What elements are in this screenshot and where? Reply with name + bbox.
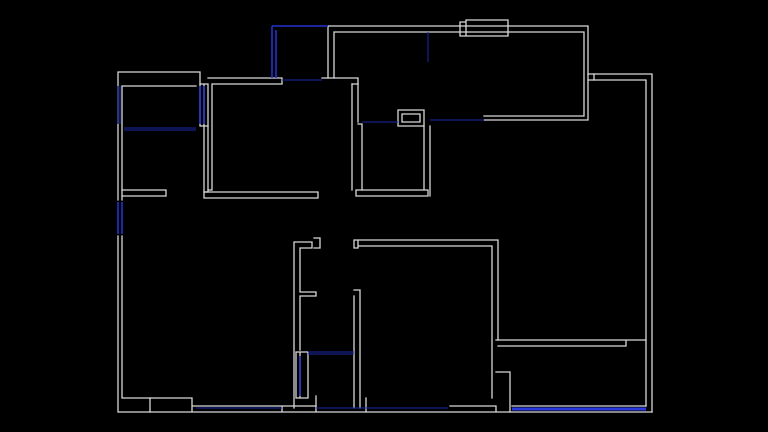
wall-room-a-bottom <box>121 189 167 197</box>
exterior-wall-bottom <box>149 397 653 413</box>
window-room-a-right <box>199 86 205 124</box>
wall-room-a-right-lower <box>203 125 209 193</box>
exterior-wall-right <box>593 73 653 413</box>
wall-bath-block <box>295 351 309 399</box>
wall-north-stub <box>459 19 509 37</box>
interior-walls <box>121 19 647 413</box>
north-wing-step <box>587 73 595 81</box>
window-room-a-left <box>117 86 121 124</box>
exterior-wall-left-upper <box>117 71 201 201</box>
wall-room-b-bottom <box>203 191 319 199</box>
windows <box>117 25 646 411</box>
wall-bottom-partitions <box>315 339 647 413</box>
wall-room-b-right <box>351 83 363 191</box>
exterior-wall-top <box>327 25 589 121</box>
fixture-box <box>397 109 425 127</box>
window-room-a-sill <box>124 127 196 131</box>
window-left-mid <box>117 202 123 234</box>
wall-corridor-left <box>293 237 321 409</box>
wall-room-b-top <box>207 77 359 191</box>
exterior-walls <box>117 25 653 413</box>
window-corridor-sill <box>308 351 354 355</box>
exterior-wall-left-lower <box>117 235 151 413</box>
window-top-left-bay <box>271 25 328 78</box>
wall-center-core <box>353 239 499 409</box>
window-room-c-top <box>362 119 484 123</box>
wall-room-c <box>355 125 431 197</box>
